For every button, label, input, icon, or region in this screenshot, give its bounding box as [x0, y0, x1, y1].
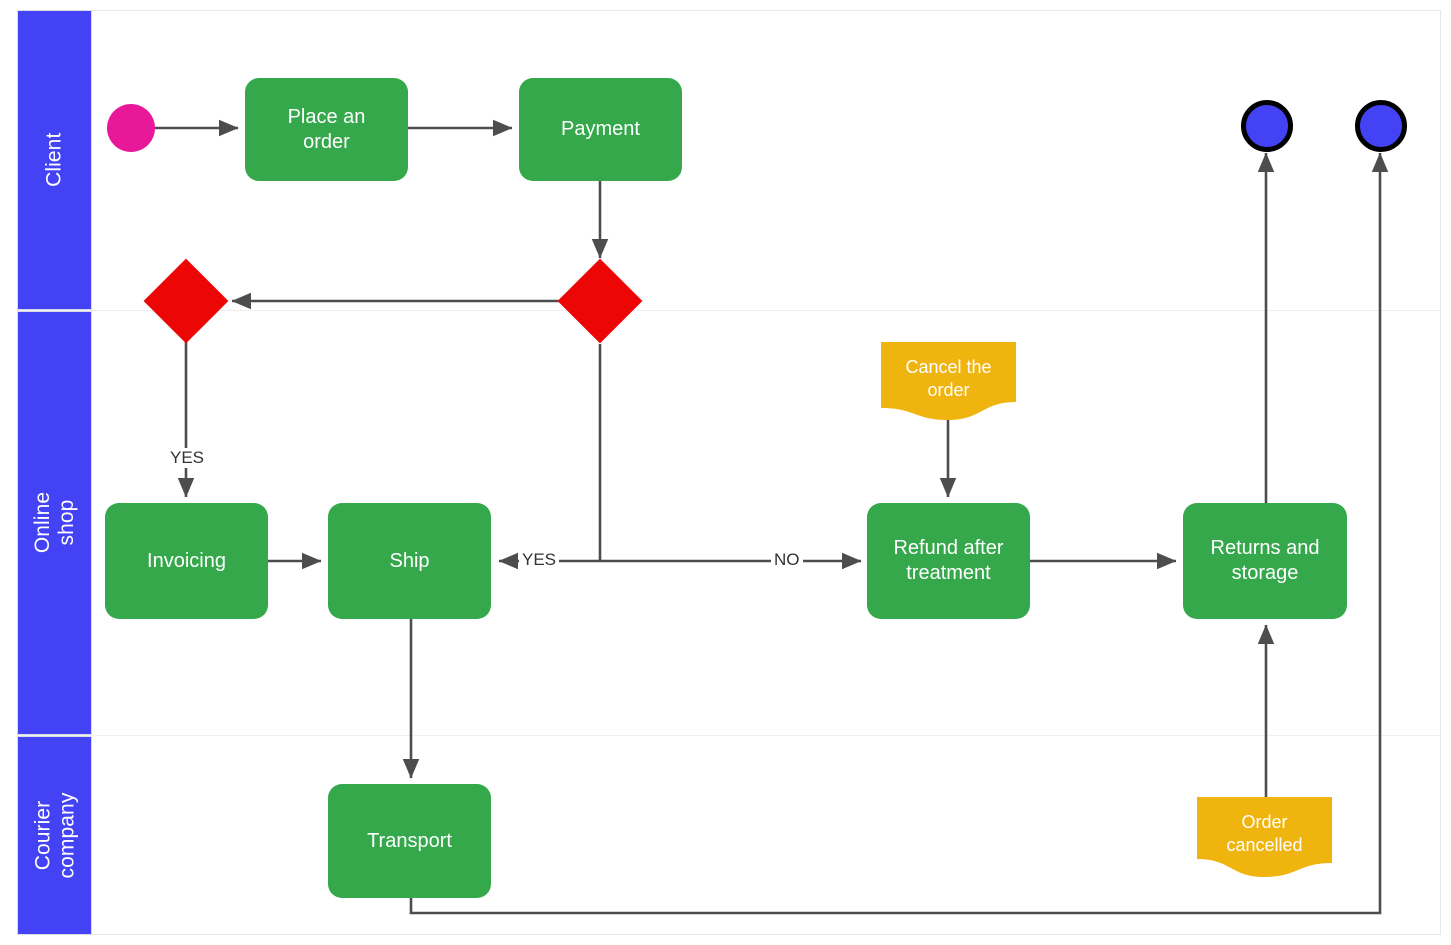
task-label-returns-and-storage: Returns and storage	[1210, 537, 1320, 584]
edge-label-yes-invoicing: YES	[167, 448, 208, 468]
task-label-payment: Payment	[561, 118, 640, 140]
task-label-ship: Ship	[389, 549, 430, 572]
task-transport[interactable]: Transport	[328, 784, 491, 898]
task-refund-after-treatment[interactable]: Refund after treatment	[867, 503, 1030, 619]
lane-separator-client-shop	[18, 310, 1440, 311]
task-label-invoicing: Invoicing	[147, 549, 226, 572]
lane-label-courier-company: Courier company	[30, 792, 78, 879]
task-label-refund-after-treatment: Refund after treatment	[893, 537, 1004, 584]
edge-label-text-no-refund: NO	[774, 550, 800, 569]
end-event-2[interactable]	[1355, 100, 1407, 152]
annotation-label-order-cancelled: Order cancelled	[1226, 812, 1303, 856]
task-returns-and-storage[interactable]: Returns and storage	[1183, 503, 1347, 619]
task-label-place-order: Place an order	[287, 105, 366, 153]
task-ship[interactable]: Ship	[328, 503, 491, 619]
lane-separator-shop-courier	[18, 735, 1440, 736]
lane-label-client: Client	[42, 132, 66, 188]
lane-header-client[interactable]: Client	[17, 10, 92, 310]
annotation-label-cancel-the-order: Cancel the order	[905, 357, 992, 401]
annotation-cancel-the-order[interactable]: Cancel the order	[881, 342, 1016, 420]
annotation-order-cancelled[interactable]: Order cancelled	[1197, 797, 1332, 877]
edge-label-text-yes-ship: YES	[522, 550, 557, 569]
lane-header-courier-company[interactable]: Courier company	[17, 736, 92, 935]
edge-label-no-refund: NO	[771, 550, 803, 570]
task-label-transport: Transport	[367, 829, 452, 852]
annotation-shape-order-cancelled	[1197, 797, 1332, 877]
lane-header-online-shop[interactable]: Online shop	[17, 311, 92, 735]
end-event-1[interactable]	[1241, 100, 1293, 152]
edge-label-yes-ship: YES	[519, 550, 560, 570]
edge-label-text-yes-invoicing: YES	[170, 448, 205, 467]
annotation-shape-cancel-the-order	[881, 342, 1016, 420]
start-event[interactable]	[107, 104, 155, 152]
task-invoicing[interactable]: Invoicing	[105, 503, 268, 619]
lane-label-online-shop: Online shop	[30, 492, 78, 554]
task-place-order[interactable]: Place an order	[245, 78, 408, 181]
task-payment[interactable]: Payment	[519, 78, 682, 181]
